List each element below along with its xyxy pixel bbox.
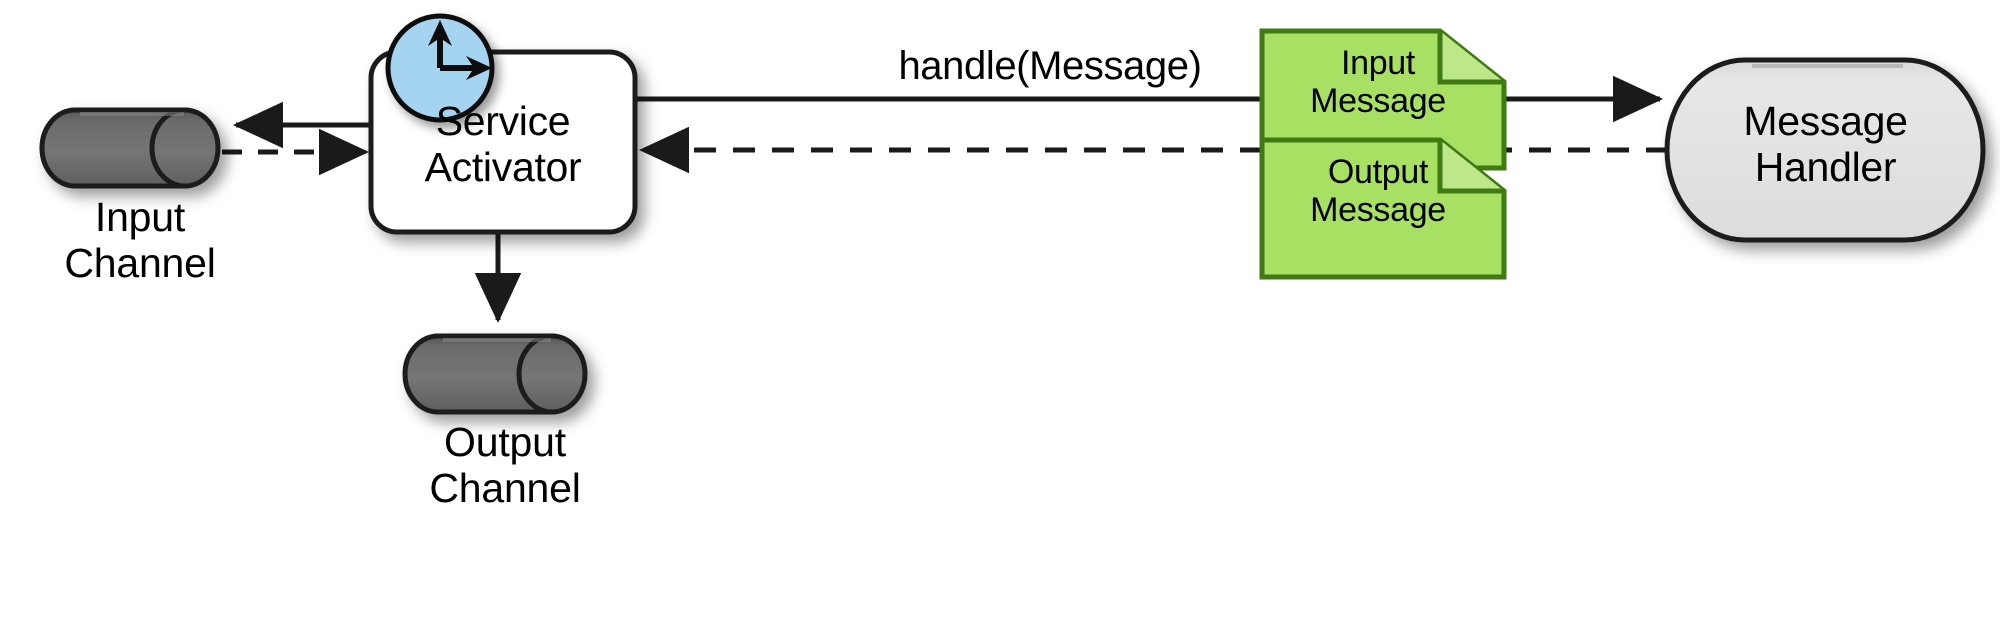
- message-handler[interactable]: [1664, 57, 1986, 243]
- output-message-note[interactable]: [1259, 137, 1507, 280]
- input-channel[interactable]: [39, 107, 221, 189]
- input-message-note[interactable]: [1259, 28, 1507, 171]
- output-channel[interactable]: [402, 333, 588, 415]
- clock-icon: [385, 13, 495, 123]
- connector-layer: [222, 75, 1668, 324]
